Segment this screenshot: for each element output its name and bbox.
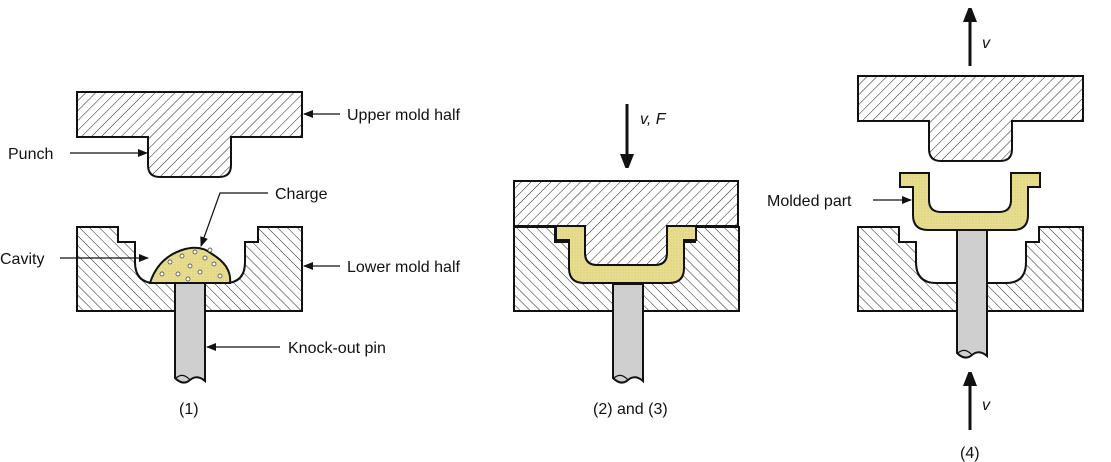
step-4: v v Molded part (4) [767, 20, 1084, 462]
knock-out-pin [956, 229, 988, 359]
step-2-3-caption: (2) and (3) [593, 401, 668, 418]
molded-part-label: Molded part [767, 193, 852, 210]
step-1: Upper mold half Punch Charge Cavity Lowe… [0, 91, 461, 418]
upper-arrow-label: v [982, 35, 991, 52]
punch-label: Punch [8, 146, 53, 163]
pin-arrow-label: v [982, 397, 991, 414]
pin-break [613, 374, 629, 381]
upper-mold-half [857, 75, 1084, 162]
lower-mold-label: Lower mold half [347, 259, 461, 276]
charge-particles [159, 247, 223, 282]
pin-label: Knock-out pin [288, 340, 386, 357]
pin-break [957, 349, 973, 356]
step-4-caption: (4) [960, 445, 980, 462]
pin-break [175, 374, 191, 381]
charge-label: Charge [275, 186, 328, 203]
charge-leader [200, 192, 268, 247]
upper-mold-label: Upper mold half [347, 107, 461, 124]
knock-out-pin [612, 283, 644, 384]
upper-mold-half [76, 91, 303, 178]
molded-part [899, 172, 1041, 231]
step-1-caption: (1) [179, 401, 199, 418]
step-2-3: v, F (2) and (3) [513, 104, 740, 418]
knock-out-pin [174, 282, 206, 384]
press-arrow-label: v, F [640, 111, 667, 128]
cavity-label: Cavity [0, 251, 44, 268]
